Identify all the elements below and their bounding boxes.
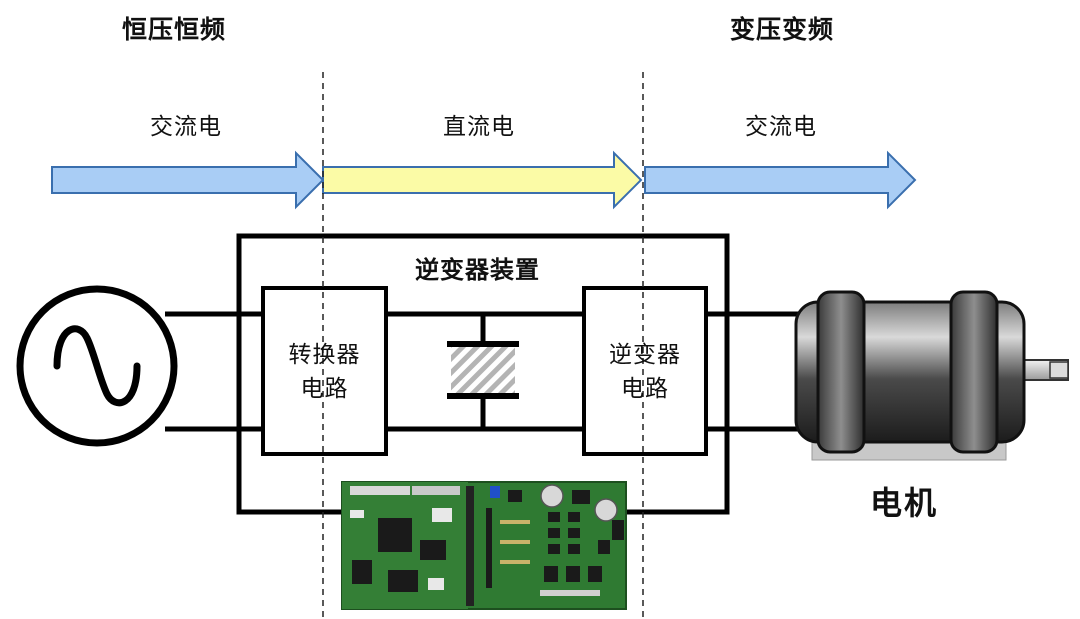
dc-arrow <box>322 150 643 210</box>
capacitor-icon <box>447 314 519 429</box>
dc-label: 直流电 <box>443 113 515 139</box>
converter-label-line1: 转换器 <box>288 341 361 367</box>
inverter-label-line2: 电路 <box>621 375 669 401</box>
converter-label-line2: 电路 <box>300 375 349 401</box>
inverter-circuit-block <box>582 286 708 456</box>
constant-voltage-frequency-label: 恒压恒频 <box>122 16 227 44</box>
variable-voltage-frequency-label: 变压变频 <box>730 16 835 44</box>
inverter-circuit-label: 逆变器 电路 <box>584 337 706 405</box>
inverter-label-line1: 逆变器 <box>609 341 681 367</box>
ac-output-label: 交流电 <box>745 113 817 139</box>
ac-output-arrow <box>644 150 917 210</box>
control-board-photo <box>341 481 627 610</box>
converter-circuit-label: 转换器 电路 <box>263 337 386 405</box>
ac-input-arrow <box>51 150 325 210</box>
ac-input-label: 交流电 <box>150 113 222 139</box>
motor-label: 电机 <box>870 485 939 521</box>
ac-sine-source-icon <box>16 285 178 447</box>
electric-motor-icon <box>794 290 1069 461</box>
inverter-device-title: 逆变器装置 <box>415 257 540 284</box>
converter-circuit-block <box>261 286 388 456</box>
